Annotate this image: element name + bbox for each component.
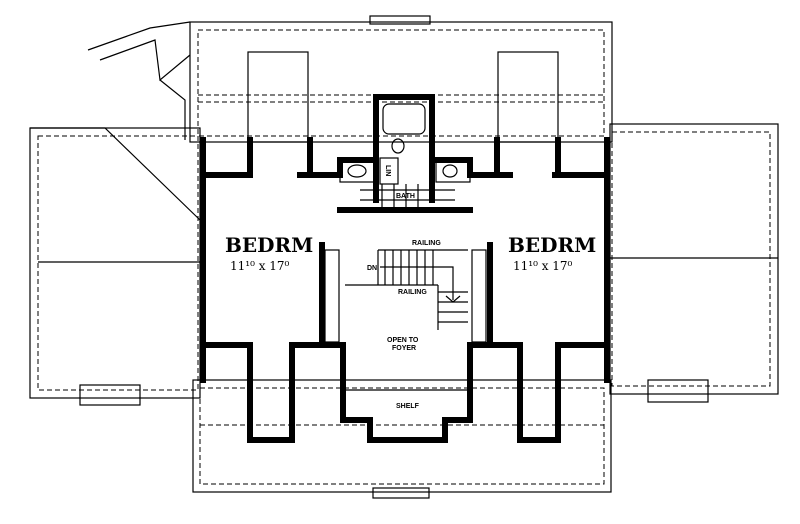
- bedroom-left-dim: 11¹⁰ x 17⁰: [230, 259, 290, 273]
- bedroom-right-name: BEDRM: [508, 233, 596, 257]
- shelf-label: SHELF: [396, 403, 420, 410]
- railing-lower-label: RAILING: [398, 289, 427, 296]
- bath-label: BATH: [396, 193, 415, 200]
- fixtures: [339, 103, 471, 210]
- foyer-label: FOYER: [392, 345, 416, 352]
- roof-outlines: [29, 15, 779, 499]
- bath-tile-grid: [360, 184, 455, 210]
- labels: BEDRM 11¹⁰ x 17⁰ BEDRM 11¹⁰ x 17⁰ BATH L…: [225, 165, 596, 410]
- bedroom-right-dim: 11¹⁰ x 17⁰: [513, 259, 573, 273]
- stair-down-label: DN: [367, 265, 377, 272]
- linen-label: LIN: [384, 165, 391, 176]
- closet-shelving: [324, 249, 487, 343]
- bedroom-left-name: BEDRM: [225, 233, 313, 257]
- open-to-label: OPEN TO: [387, 337, 419, 344]
- railing-top-label: RAILING: [412, 240, 441, 247]
- stairs: [324, 249, 487, 391]
